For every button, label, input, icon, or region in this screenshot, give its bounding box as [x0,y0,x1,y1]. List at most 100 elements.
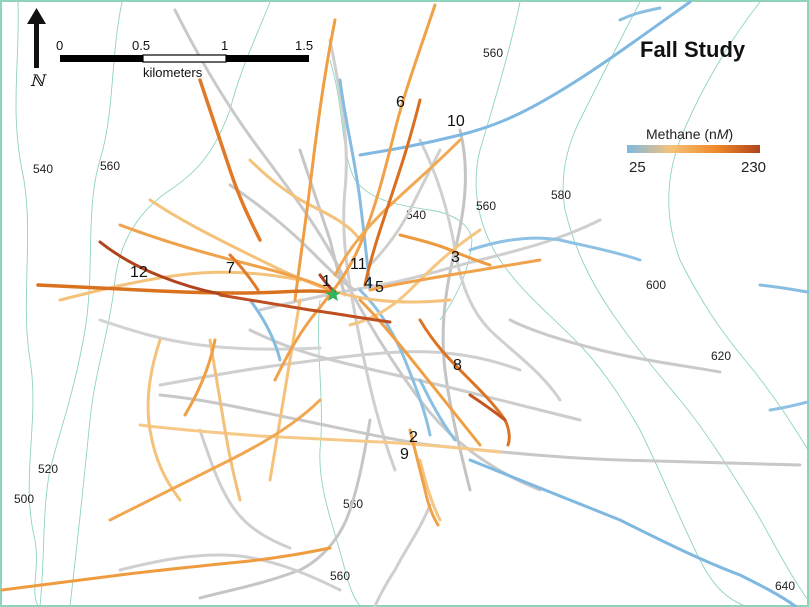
contour-label: 640 [775,579,795,593]
contour-line [475,1,746,607]
survey-track [118,553,342,592]
site-label-1: 1 [322,273,331,290]
survey-track [108,398,322,522]
site-label-5: 5 [375,279,384,296]
survey-track [118,223,332,292]
survey-track [418,378,457,442]
site-labels: 1 2 3 4 5 6 7 8 9 10 11 12 [130,94,465,463]
survey-track [363,98,422,287]
survey-track [468,236,642,262]
scale-tick-label: 0.5 [132,38,150,53]
contour-label: 560 [483,46,503,60]
site-label-10: 10 [447,113,465,130]
survey-track [268,298,302,482]
scale-tick-label: 1 [221,38,228,53]
survey-track [218,293,392,324]
contour-label: 560 [100,159,120,173]
site-label-6: 6 [396,94,405,111]
contour-label: 540 [33,162,53,176]
source-star-icon [325,287,341,301]
survey-track [248,328,582,422]
site-label-9: 9 [400,446,409,463]
survey-track [98,240,222,296]
site-label-11: 11 [350,256,367,273]
contour-line [15,1,39,607]
site-label-8: 8 [453,357,462,374]
map-title: Fall Study [640,37,746,62]
site-label-12: 12 [130,264,148,281]
contour-label: 520 [38,462,58,476]
site-label-2: 2 [409,429,418,446]
scale-bar: 0 0.5 1 1.5 kilometers [56,38,313,80]
contour-line [69,1,271,607]
site-label-3: 3 [451,249,460,266]
site-label-4: 4 [364,275,373,292]
contour-label: 600 [646,278,666,292]
methane-legend: Methane (nM) 25 230 [627,126,766,176]
north-arrow-icon [27,8,46,68]
survey-track [333,138,462,277]
scale-tick-label: 1.5 [295,38,313,53]
survey-track [208,338,242,502]
contour-line [329,59,473,321]
survey-track [273,3,437,382]
contour-lines [15,1,809,607]
survey-track [418,458,442,522]
contour-line [39,1,123,607]
scale-tick-label: 0 [56,38,63,53]
survey-track [373,503,432,607]
survey-track [758,283,809,294]
contour-label: 540 [406,208,426,222]
survey-track [618,6,662,22]
survey-track [768,400,809,412]
survey-track [293,18,337,302]
contour-label: 560 [330,569,350,583]
survey-track [228,183,357,292]
survey-track [508,318,722,374]
survey-track [0,546,332,592]
survey-track [398,233,492,267]
contour-line [318,299,361,607]
survey-track [198,428,292,550]
survey-track [58,270,302,302]
legend-max-label: 230 [741,159,766,176]
survey-track [468,393,507,422]
legend-title: Methane (nM) [646,126,733,142]
survey-track [358,288,432,437]
contour-label: 500 [14,492,34,506]
survey-track [408,428,440,527]
survey-track [368,258,542,292]
survey-track [36,283,337,295]
contour-labels: 540 560 560 540 560 580 600 620 520 500 … [14,46,795,593]
survey-track [198,78,262,242]
contour-line [668,1,809,451]
survey-track [183,338,217,417]
survey-track [98,318,322,351]
survey-track [358,0,692,157]
survey-track [328,38,397,472]
contour-label: 580 [551,188,571,202]
survey-track [418,318,511,447]
survey-track [228,253,260,292]
survey-track [441,128,472,492]
survey-track [248,158,362,242]
survey-track [158,350,522,387]
site-label-7: 7 [226,260,235,277]
legend-color-ramp [627,145,760,153]
survey-track [248,298,282,362]
survey-track [468,458,797,607]
contour-label: 620 [711,349,731,363]
survey-track [418,138,562,402]
survey-track [198,418,372,600]
survey-track [338,78,372,292]
north-label: ℕ [30,71,47,90]
survey-track [146,338,182,502]
legend-min-label: 25 [629,159,646,176]
contour-line [562,1,809,601]
scale-unit-label: kilometers [143,65,203,80]
survey-track [138,423,502,454]
contour-label: 560 [476,199,496,213]
